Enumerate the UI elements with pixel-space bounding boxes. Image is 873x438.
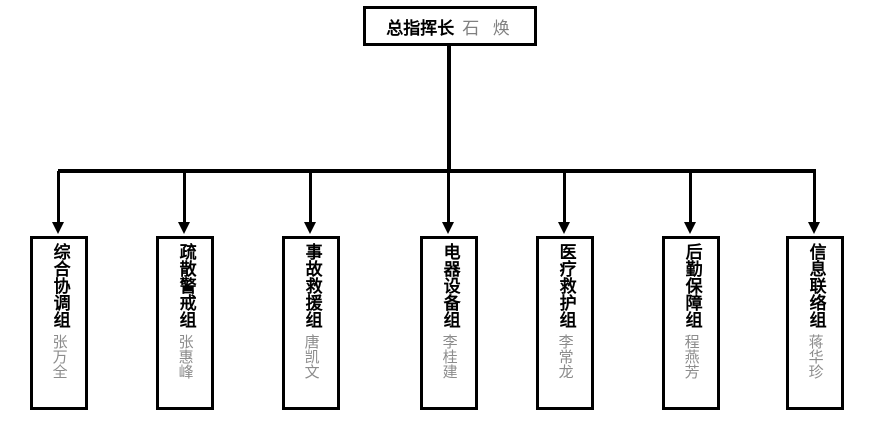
group-title-7: 信息联络组 (805, 243, 826, 328)
group-title-2: 疏散警戒组 (175, 243, 196, 328)
group-box-5[interactable]: 医疗救护组 李常龙 (536, 236, 594, 410)
connector-drop-4 (447, 171, 450, 226)
group-box-2[interactable]: 疏散警戒组 张惠峰 (156, 236, 214, 410)
group-leader-2: 张惠峰 (176, 334, 195, 379)
group-leader-7: 蒋华珍 (806, 334, 825, 379)
group-leader-1: 张万全 (50, 334, 69, 379)
arrow-head-icon-4 (442, 222, 454, 234)
group-box-7[interactable]: 信息联络组 蒋华珍 (786, 236, 844, 410)
group-leader-5: 李常龙 (556, 334, 575, 379)
group-leader-4: 李桂建 (440, 334, 459, 379)
group-leader-3: 唐凯文 (302, 334, 321, 379)
group-title-4: 电器设备组 (439, 243, 460, 328)
commander-box[interactable]: 总指挥长 石 焕 (363, 6, 537, 46)
group-title-6: 后勤保障组 (681, 243, 702, 328)
group-box-1[interactable]: 综合协调组 张万全 (30, 236, 88, 410)
group-box-6[interactable]: 后勤保障组 程燕芳 (662, 236, 720, 410)
group-title-3: 事故救援组 (301, 243, 322, 328)
group-leader-6: 程燕芳 (682, 334, 701, 379)
group-box-3[interactable]: 事故救援组 唐凯文 (282, 236, 340, 410)
connector-drop-2 (183, 171, 186, 226)
arrow-head-icon-6 (684, 222, 696, 234)
arrow-head-icon-1 (52, 222, 64, 234)
group-title-1: 综合协调组 (49, 243, 70, 328)
arrow-head-icon-3 (304, 222, 316, 234)
group-box-4[interactable]: 电器设备组 李桂建 (420, 236, 478, 410)
arrow-head-icon-2 (178, 222, 190, 234)
arrow-head-icon-5 (558, 222, 570, 234)
connector-drop-6 (689, 171, 692, 226)
commander-title: 总指挥长 (386, 18, 455, 39)
connector-drop-5 (563, 171, 566, 226)
connector-stem-vertical (447, 46, 451, 170)
connector-drop-7 (813, 171, 816, 226)
commander-leader-name: 石 焕 (462, 18, 514, 39)
arrow-head-icon-7 (808, 222, 820, 234)
group-title-5: 医疗救护组 (555, 243, 576, 328)
connector-bus-horizontal (58, 169, 816, 173)
connector-drop-1 (57, 171, 60, 226)
connector-drop-3 (309, 171, 312, 226)
